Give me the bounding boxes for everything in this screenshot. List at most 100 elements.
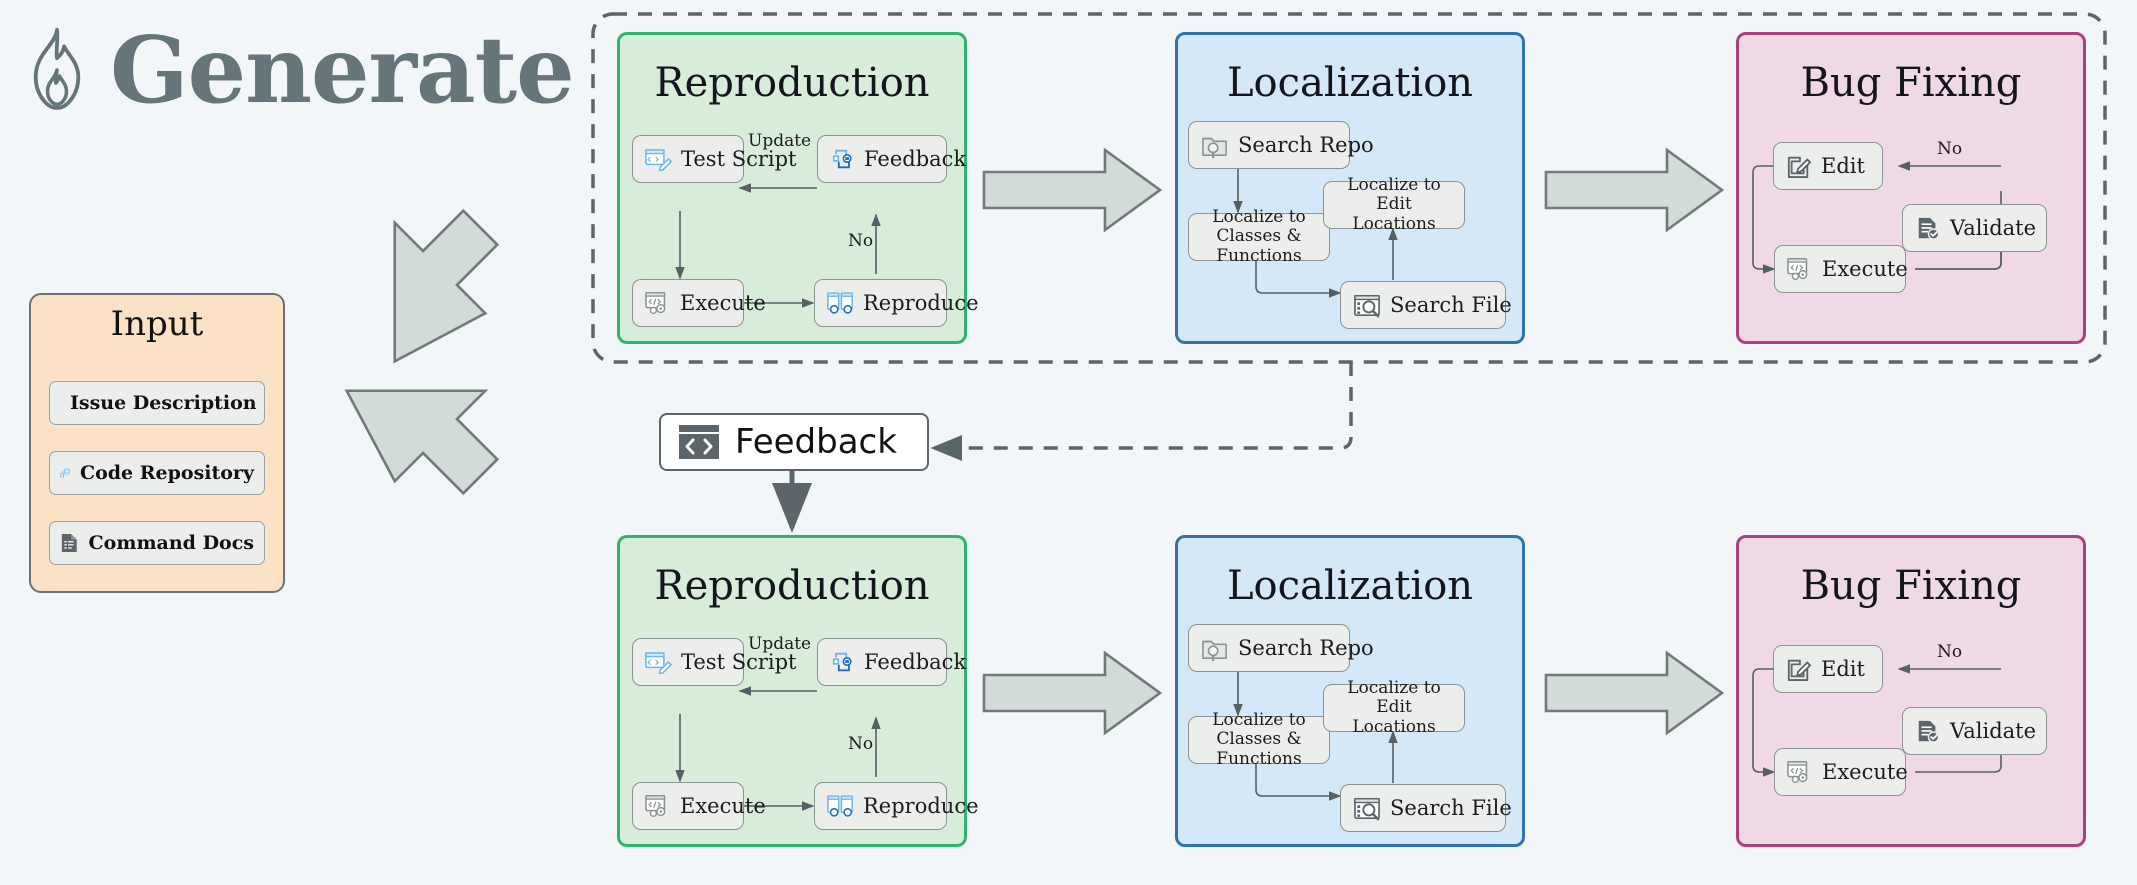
node-edit[interactable]: Edit <box>1773 142 1883 190</box>
flame-icon <box>33 27 81 110</box>
bugfixing-panel-top: Bug Fixing Edit <box>1736 32 2086 344</box>
feedback-node-label: Feedback <box>735 422 897 462</box>
local-to-fix-arrow-top <box>1544 147 1725 233</box>
input-item-code-repository[interactable]: Code Repository <box>49 451 265 495</box>
node-test-script[interactable]: Test Script <box>632 135 796 183</box>
node-search-file[interactable]: Search File <box>1340 281 1512 329</box>
node-feedback[interactable]: Feedback <box>817 638 966 686</box>
node-execute[interactable]: Execute <box>1774 245 1908 293</box>
node-execute[interactable]: Execute <box>1774 748 1908 796</box>
input-item-label: Issue Description <box>70 392 257 414</box>
node-execute[interactable]: Execute <box>632 279 766 327</box>
bugfixing-title: Bug Fixing <box>1800 60 2022 106</box>
node-search-repo[interactable]: Search Repo <box>1188 624 1374 672</box>
input-to-top-pipeline-arrow <box>393 208 500 364</box>
node-label: Search Repo <box>1238 636 1374 660</box>
node-localize-to-classes-functions[interactable]: Localize to Classes & Functions <box>1188 710 1330 768</box>
input-item-label: Code Repository <box>79 462 254 484</box>
edge-label-no: No <box>1937 642 1963 662</box>
node-localize-to-classes-functions[interactable]: Localize to Classes & Functions <box>1188 207 1330 265</box>
validate-check-icon <box>1918 217 1940 240</box>
page-title: Generate <box>110 16 575 124</box>
execute-gear-icon <box>645 795 666 818</box>
node-label: Test Script <box>681 650 797 674</box>
reproduction-panel-top: Reproduction Test Script <box>617 32 979 344</box>
edge-label-no: No <box>848 734 874 754</box>
code-brackets-icon <box>679 425 719 459</box>
node-localize-to-edit-locations[interactable]: Localize to Edit Locations <box>1323 678 1465 736</box>
node-execute[interactable]: Execute <box>632 782 766 830</box>
node-label: Search File <box>1390 293 1512 317</box>
input-panel: Input Issue Description <box>29 293 285 593</box>
reproduction-panel-bottom: Reproduction Test Script <box>617 535 979 847</box>
node-label: Execute <box>1822 760 1908 784</box>
edge-label-update: Update <box>748 131 812 151</box>
node-edit[interactable]: Edit <box>1773 645 1883 693</box>
database-repo-icon <box>60 468 70 478</box>
node-validate[interactable]: Validate <box>1902 707 2047 755</box>
document-code-icon <box>61 534 77 552</box>
localization-panel-top: Localization Search Repo Localize to Cla… <box>1175 32 1525 344</box>
brand: Generate <box>18 16 575 124</box>
node-label: Validate <box>1950 216 2037 240</box>
bugfixing-panel-bottom: Bug Fixing Edit <box>1736 535 2086 847</box>
node-label: Search Repo <box>1238 133 1374 157</box>
edit-pencil-icon <box>1787 156 1811 178</box>
feedback-loop-icon <box>832 149 852 169</box>
execute-gear-icon <box>645 292 666 315</box>
node-reproduce[interactable]: Reproduce <box>814 279 979 327</box>
node-label: Reproduce <box>863 794 979 818</box>
node-validate[interactable]: Validate <box>1902 204 2047 252</box>
folder-search-icon <box>1202 640 1227 661</box>
script-edit-icon <box>645 652 672 674</box>
node-label: Test Script <box>681 147 797 171</box>
node-label: Feedback <box>864 147 967 171</box>
input-to-bottom-pipeline-arrow <box>344 389 500 496</box>
node-label: Reproduce <box>863 291 979 315</box>
node-localize-to-edit-locations[interactable]: Localize to Edit Locations <box>1323 175 1465 233</box>
validate-check-icon <box>1918 720 1940 743</box>
node-label: Validate <box>1950 719 2037 743</box>
node-label: Localize to Classes & Functions <box>1212 206 1306 266</box>
node-search-file[interactable]: Search File <box>1340 784 1512 832</box>
feedback-loop-icon <box>832 652 852 672</box>
node-label: Execute <box>1822 257 1908 281</box>
localization-panel-bottom: Localization Search Repo Localize to Cla… <box>1175 535 1525 847</box>
edit-pencil-icon <box>1787 659 1811 681</box>
node-feedback[interactable]: Feedback <box>817 135 966 183</box>
file-search-icon <box>1354 294 1380 317</box>
execute-gear-icon <box>1787 761 1808 784</box>
reproduction-title: Reproduction <box>654 563 930 609</box>
node-search-repo[interactable]: Search Repo <box>1188 121 1374 169</box>
input-item-command-docs[interactable]: Command Docs <box>49 521 265 565</box>
feedback-dashed-path <box>930 362 1353 461</box>
edge-label-no: No <box>1937 139 1963 159</box>
localization-title: Localization <box>1226 563 1474 609</box>
edge-label-no: No <box>848 231 874 251</box>
localization-title: Localization <box>1226 60 1474 106</box>
node-test-script[interactable]: Test Script <box>632 638 796 686</box>
reproduce-icon <box>827 292 853 314</box>
folder-search-icon <box>1202 137 1227 158</box>
node-label: Edit <box>1821 154 1865 178</box>
script-edit-icon <box>645 149 672 171</box>
node-label: Execute <box>680 794 766 818</box>
edge-label-update: Update <box>748 634 812 654</box>
local-to-fix-arrow-bottom <box>1544 650 1725 736</box>
input-panel-title: Input <box>110 304 204 344</box>
node-label: Feedback <box>864 650 967 674</box>
bugfixing-title: Bug Fixing <box>1800 563 2022 609</box>
node-label: Localize to Edit Locations <box>1347 174 1441 234</box>
node-label: Localize to Edit Locations <box>1347 677 1441 737</box>
file-search-icon <box>1354 797 1380 820</box>
repro-to-local-arrow-top <box>982 147 1163 233</box>
execute-gear-icon <box>1787 258 1808 281</box>
feedback-node[interactable]: Feedback <box>659 413 929 471</box>
node-label: Localize to Classes & Functions <box>1212 709 1306 769</box>
node-reproduce[interactable]: Reproduce <box>814 782 979 830</box>
reproduce-icon <box>827 795 853 817</box>
repro-to-local-arrow-bottom <box>982 650 1163 736</box>
input-item-issue-description[interactable]: Issue Description <box>49 381 265 425</box>
reproduction-title: Reproduction <box>654 60 930 106</box>
